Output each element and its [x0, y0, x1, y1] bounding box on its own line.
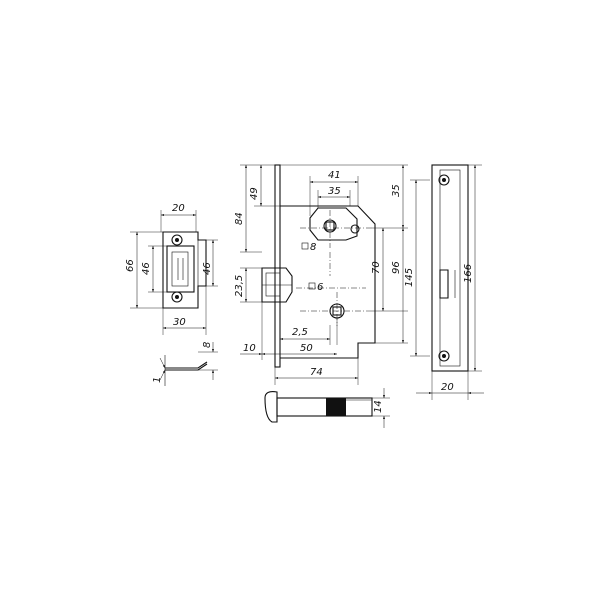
dim-latch-bolt-height: 14 [373, 400, 384, 413]
dim-backset: 50 [300, 343, 313, 354]
dim-strike-profile-height: 8 [202, 342, 213, 348]
dim-strike-width: 20 [172, 203, 185, 214]
strike-plate [162, 231, 207, 309]
dim-height-outer: 96 [391, 261, 402, 274]
dim-spindle-spacing-inner: 35 [328, 186, 341, 197]
dim-face-width: 20 [441, 382, 454, 393]
dim-strike-height-inner-left: 46 [141, 262, 152, 275]
face-plate-dimensions [410, 164, 484, 400]
dim-spindle-spacing-outer: 41 [328, 170, 341, 181]
dim-strike-height-outer: 66 [125, 259, 136, 272]
dim-latch-offset-small: 2,5 [292, 327, 308, 338]
face-plate [431, 164, 469, 372]
dim-body-top-to-handle: 84 [234, 212, 245, 225]
dim-latch-offset-front: 10 [243, 343, 256, 354]
dim-face-height-outer: 166 [463, 264, 474, 283]
strike-profile [159, 342, 218, 386]
dim-top-right: 35 [391, 184, 402, 197]
dim-face-height-inner: 145 [404, 268, 415, 287]
latch-bolt [264, 388, 390, 428]
dim-body-top-offset: 49 [249, 187, 260, 200]
dim-latch-height: 23,5 [234, 275, 245, 297]
dim-square-bottom: 6 [317, 282, 323, 293]
lock-body-dimensions [240, 164, 408, 385]
dim-square-top: 8 [310, 242, 316, 253]
dim-strike-height-inner-right: 46 [202, 262, 213, 275]
dim-strike-depth: 30 [173, 317, 186, 328]
dim-height-inner: 70 [371, 261, 382, 274]
dim-body-depth: 74 [310, 367, 323, 378]
dim-strike-profile-thickness: 1 [152, 377, 163, 383]
strike-plate-dimensions [130, 210, 218, 335]
